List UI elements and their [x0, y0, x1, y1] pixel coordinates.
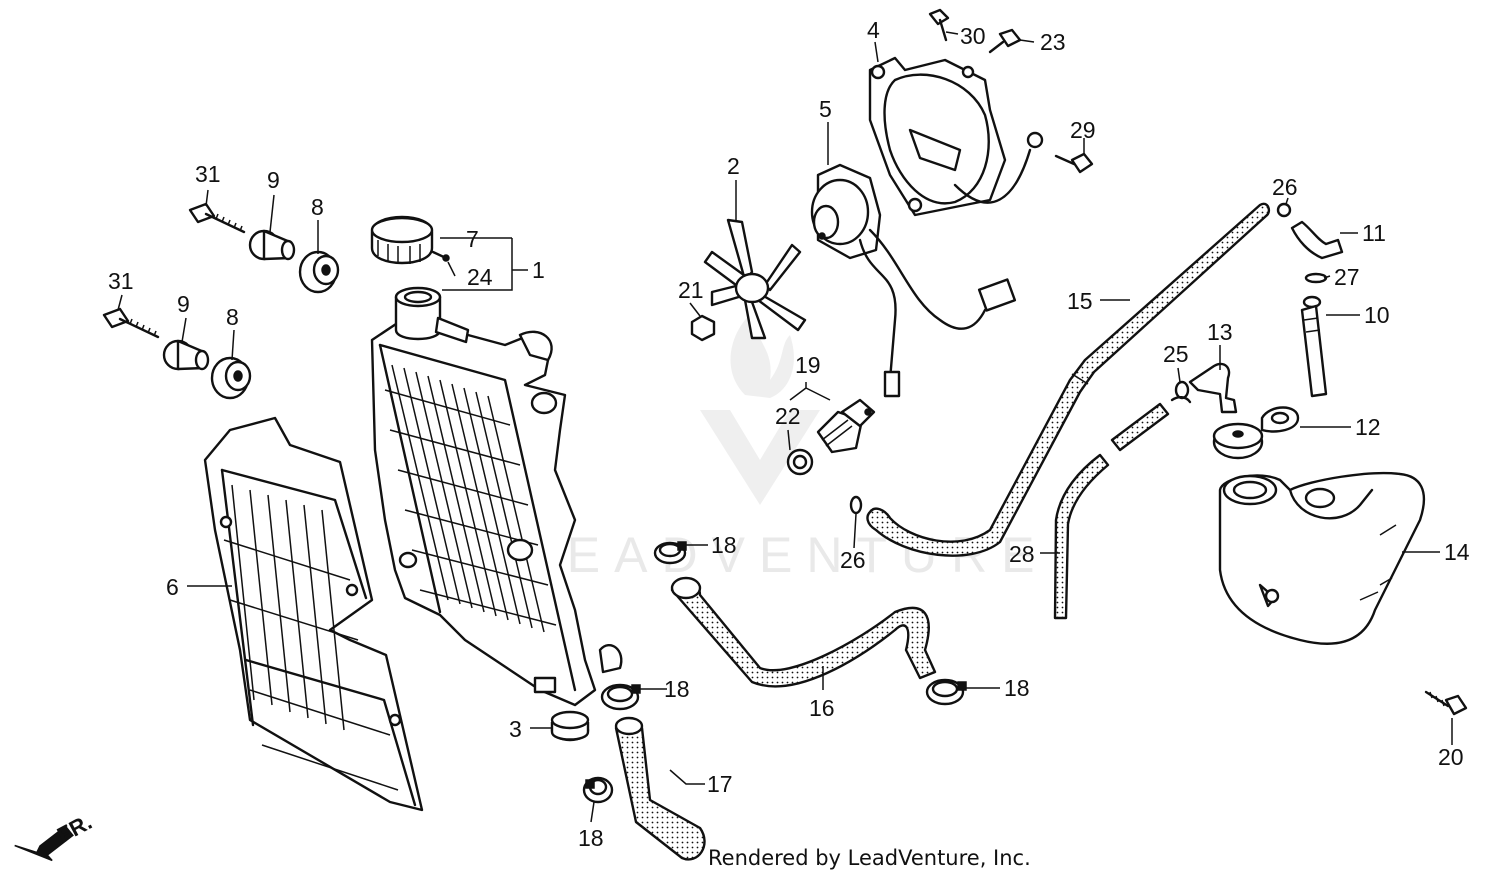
- callout-31-upper: 31: [195, 161, 221, 187]
- short-hose: [614, 716, 706, 861]
- callout-18-a: 18: [711, 532, 737, 558]
- cooling-fan: [703, 218, 807, 340]
- watermark-flame: [730, 310, 794, 398]
- breather-hose: [1053, 396, 1192, 620]
- screw-30: [928, 8, 950, 42]
- callout-labels: 1 2 3 4 5 6 7 8 8 9 9 10 11 12 13 14 15 …: [108, 17, 1470, 851]
- callout-18-c: 18: [1004, 675, 1030, 701]
- callout-24: 24: [467, 264, 493, 290]
- callout-25: 25: [1163, 341, 1189, 367]
- callout-8-upper: 8: [311, 194, 324, 220]
- collar-lower: [162, 339, 210, 371]
- callout-29: 29: [1070, 117, 1096, 143]
- grommet-lower: [210, 356, 252, 400]
- leader-lines: [117, 31, 1453, 823]
- overflow-hose: [866, 202, 1271, 557]
- hose-clamp-b: [600, 683, 641, 711]
- reserve-tank: [1218, 471, 1426, 645]
- reserve-tank-cap: [1212, 406, 1300, 460]
- elbow-fitting: [1188, 362, 1238, 414]
- clip-27: [1304, 272, 1328, 284]
- callout-16: 16: [809, 695, 835, 721]
- callout-5: 5: [819, 96, 832, 122]
- radiator-cap: [370, 215, 434, 265]
- callout-31-lower: 31: [108, 268, 134, 294]
- callout-28: 28: [1009, 541, 1035, 567]
- callout-8-lower: 8: [226, 304, 239, 330]
- fan-shroud: [868, 56, 1044, 217]
- bolt-23: [988, 28, 1022, 54]
- bolt-29: [1054, 152, 1094, 174]
- elbow-11: [1290, 220, 1344, 260]
- watermark-logo: [700, 410, 820, 505]
- radiator-grommet: [550, 710, 590, 742]
- callout-6: 6: [166, 574, 179, 600]
- tank-bolt: [1424, 690, 1468, 716]
- callout-21: 21: [678, 277, 704, 303]
- callout-26-lower: 26: [840, 547, 866, 573]
- render-credit: Rendered by LeadVenture, Inc.: [708, 846, 1031, 870]
- callout-4: 4: [867, 17, 880, 43]
- callout-1: 1: [532, 257, 545, 283]
- callout-23: 23: [1040, 29, 1066, 55]
- cap-screw: [431, 250, 450, 262]
- callout-9-lower: 9: [177, 291, 190, 317]
- clip-26-upper: [1276, 202, 1292, 218]
- callout-10: 10: [1364, 302, 1390, 328]
- lower-hose: [670, 576, 937, 688]
- callout-22: 22: [775, 403, 801, 429]
- o-ring: [786, 448, 814, 476]
- clip-26-lower: [849, 495, 863, 515]
- callout-27: 27: [1334, 264, 1360, 290]
- callout-14: 14: [1444, 539, 1470, 565]
- fan-motor: [810, 163, 1017, 398]
- callout-3: 3: [509, 716, 522, 742]
- callout-18-b: 18: [664, 676, 690, 702]
- bolt-lower: [102, 307, 160, 339]
- grommet-upper: [298, 250, 340, 294]
- collar-upper: [248, 229, 296, 261]
- callout-19: 19: [795, 352, 821, 378]
- bolt-upper: [188, 202, 246, 234]
- callout-13: 13: [1207, 319, 1233, 345]
- callout-30: 30: [960, 23, 986, 49]
- hose-clamp-c: [925, 678, 967, 706]
- callout-7: 7: [466, 226, 479, 252]
- filler-pipe: [1300, 295, 1328, 398]
- callout-11: 11: [1362, 220, 1386, 246]
- front-direction-arrow: FR.: [14, 809, 96, 862]
- hose-clamp-d: [582, 776, 614, 804]
- callout-17: 17: [707, 771, 733, 797]
- fan-nut: [690, 314, 716, 342]
- callout-26-upper: 26: [1272, 174, 1298, 200]
- callout-20: 20: [1438, 744, 1464, 770]
- radiator: [370, 286, 623, 707]
- hose-clamp-a: [653, 541, 687, 565]
- radiator-shroud: [203, 416, 424, 812]
- callout-15: 15: [1067, 288, 1093, 314]
- thermo-switch: [816, 398, 876, 454]
- hose-clip-25: [1174, 380, 1190, 400]
- callout-18-d: 18: [578, 825, 604, 851]
- callout-9-upper: 9: [267, 167, 280, 193]
- callout-12: 12: [1355, 414, 1381, 440]
- callout-2: 2: [727, 153, 740, 179]
